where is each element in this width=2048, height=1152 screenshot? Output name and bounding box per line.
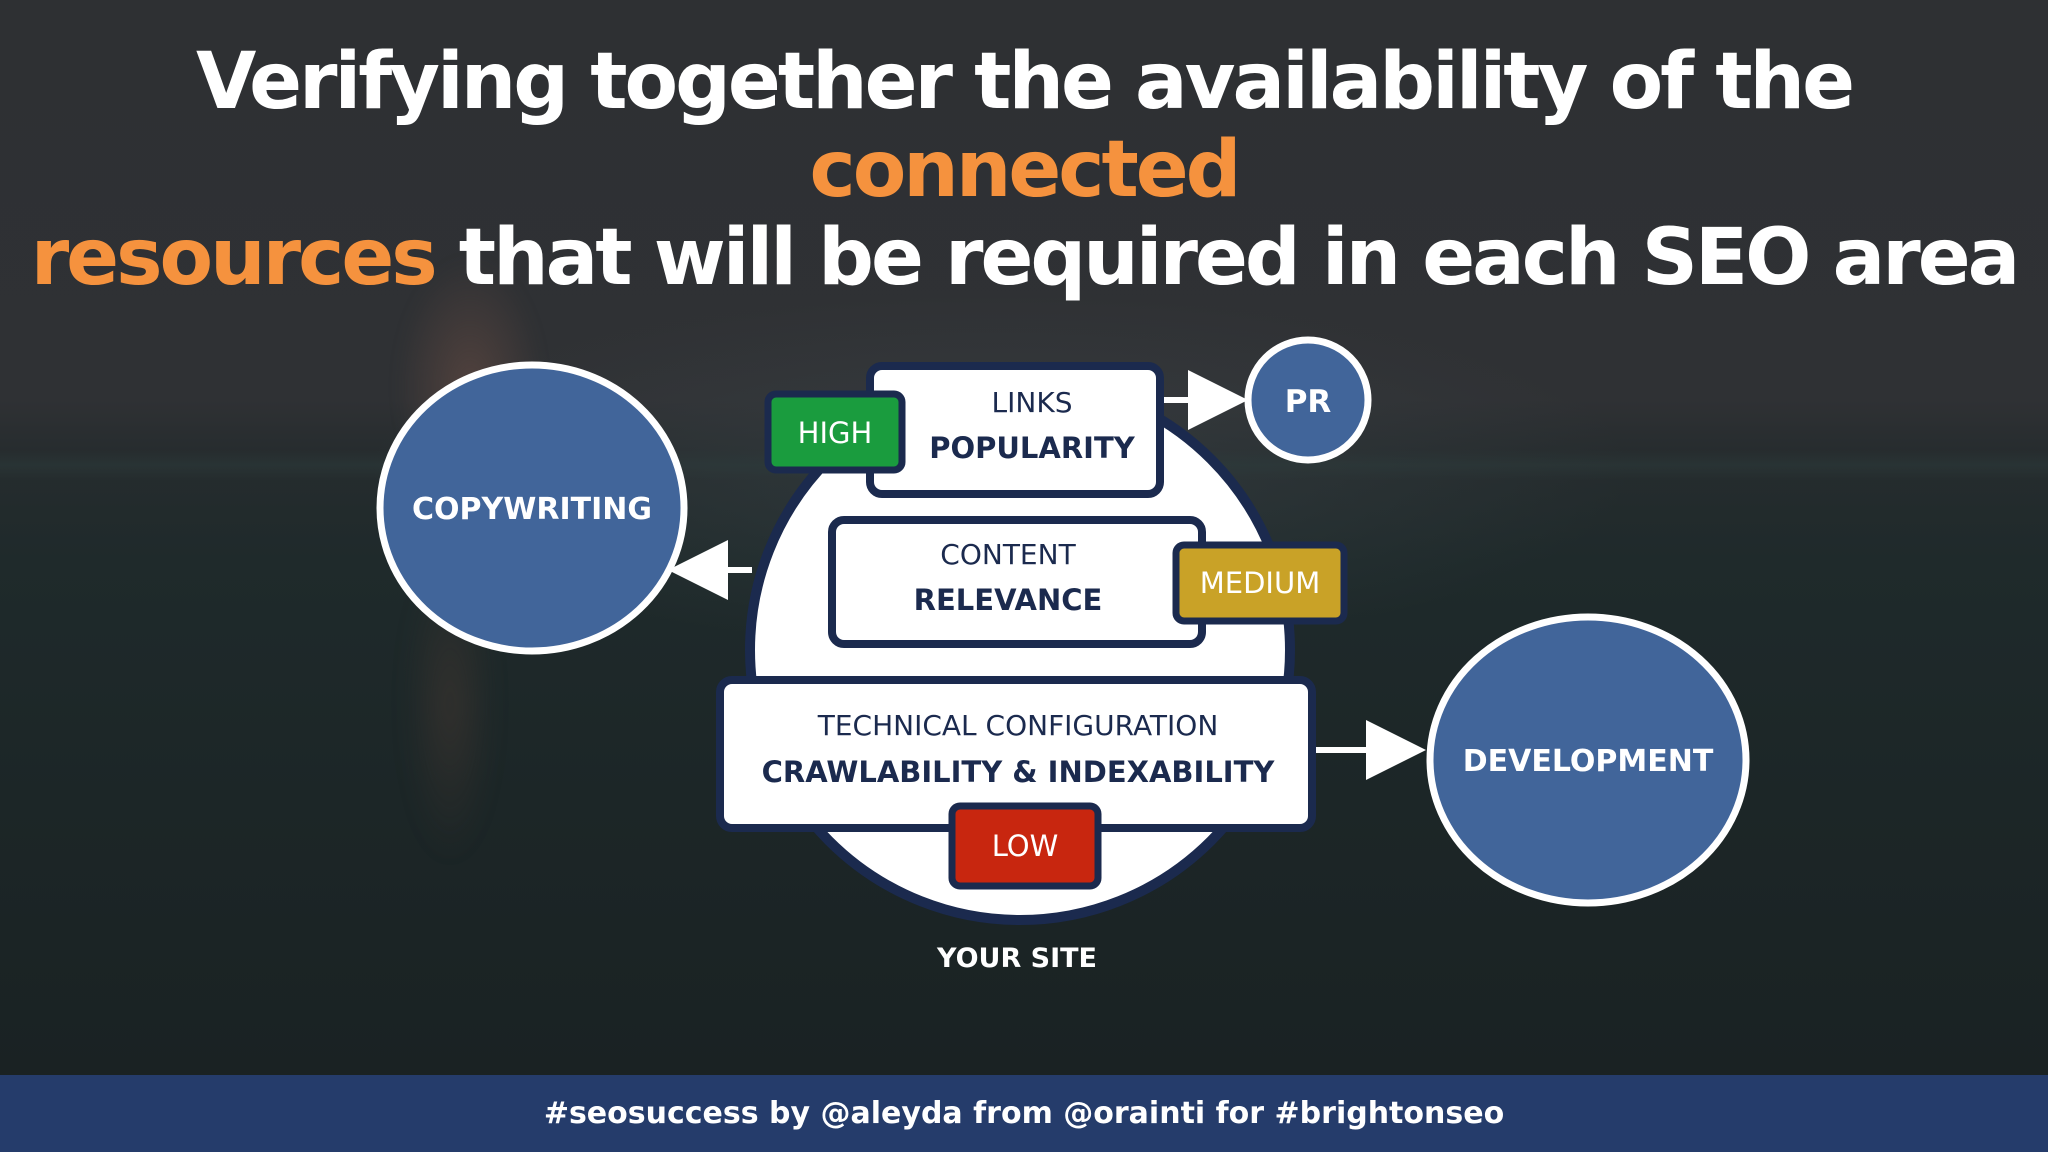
development-circle bbox=[1426, 613, 1750, 907]
pr-circle bbox=[1244, 336, 1372, 464]
low-badge bbox=[948, 802, 1102, 890]
technical-title: TECHNICAL CONFIGURATION bbox=[817, 709, 1219, 742]
title-part-1: Verifying together the availability of t… bbox=[195, 37, 1855, 127]
content-subtitle: RELEVANCE bbox=[914, 583, 1103, 617]
medium-badge bbox=[1172, 541, 1348, 625]
copywriting-circle bbox=[376, 361, 688, 655]
footer-hashtags: #seosuccess by @aleyda from @orainti for… bbox=[543, 1096, 1505, 1131]
high-badge bbox=[764, 390, 906, 474]
slide-title: Verifying together the availability of t… bbox=[0, 38, 2048, 302]
title-accent-1: connected bbox=[809, 125, 1241, 215]
your-site-label: YOUR SITE bbox=[936, 943, 1097, 974]
seo-areas-diagram: LINKS POPULARITY HIGH CONTENT RELEVANCE … bbox=[376, 336, 1750, 974]
development-label: DEVELOPMENT bbox=[1463, 744, 1714, 779]
high-badge-label: HIGH bbox=[798, 416, 873, 450]
footer-bar: #seosuccess by @aleyda from @orainti for… bbox=[0, 1075, 2048, 1152]
medium-badge-label: MEDIUM bbox=[1200, 566, 1320, 600]
title-accent-2: resources bbox=[30, 213, 438, 303]
low-badge-label: LOW bbox=[992, 829, 1059, 863]
links-title: LINKS bbox=[992, 386, 1073, 419]
title-part-2: that will be required in each SEO area bbox=[434, 213, 2020, 303]
links-subtitle: POPULARITY bbox=[929, 431, 1136, 465]
technical-subtitle: CRAWLABILITY & INDEXABILITY bbox=[762, 755, 1276, 789]
copywriting-label: COPYWRITING bbox=[412, 492, 652, 527]
content-title: CONTENT bbox=[940, 538, 1076, 571]
pr-label: PR bbox=[1285, 384, 1332, 420]
